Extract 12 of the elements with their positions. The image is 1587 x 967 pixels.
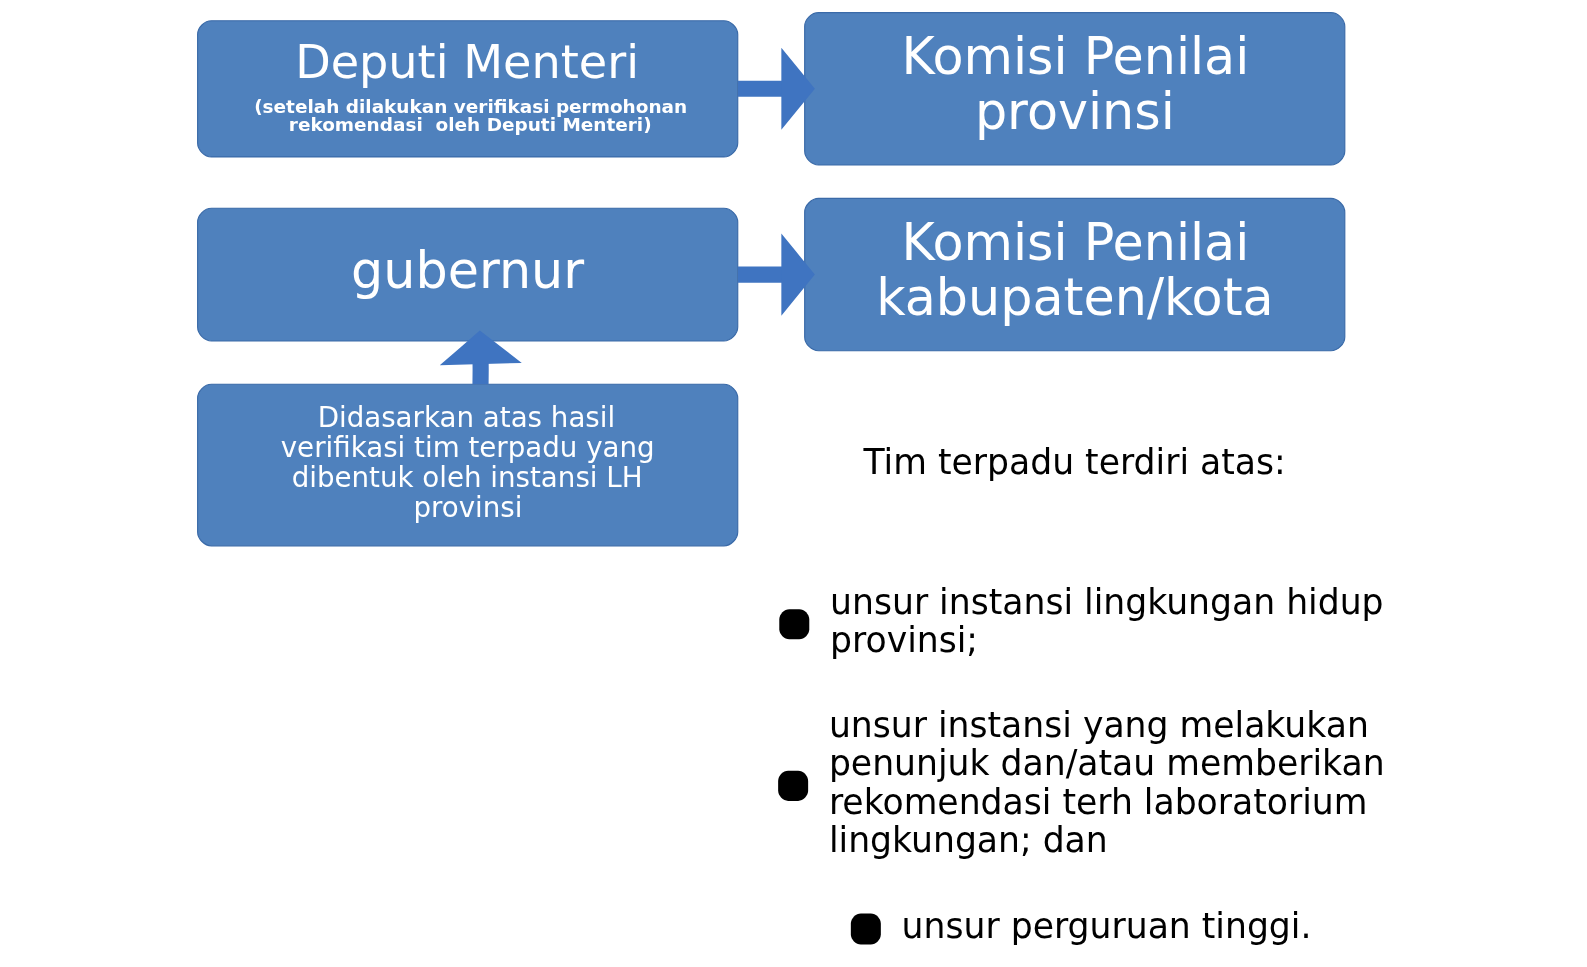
label: Tim terpadu terdiri atas: xyxy=(863,442,1286,483)
node-box: Komisi Penilai kabupaten/kota xyxy=(803,197,1345,352)
arrow xyxy=(737,233,815,316)
node-box: Didasarkan atas hasil verifikasi tim terpadu yang dibentuk oleh instansi LH provinsi xyxy=(196,383,738,547)
arrow xyxy=(737,47,815,130)
node-box: Deputi Menteri (setelah dilakukan verifikasi permohonan rekomendasi oleh Deputi Menteri) xyxy=(196,20,738,158)
label: unsur instansi lingkungan hidup provinsi; xyxy=(829,581,1384,660)
arrow xyxy=(439,330,522,385)
node-box: Komisi Penilai provinsi xyxy=(803,12,1345,166)
node-box: gubernur xyxy=(196,207,738,342)
label: unsur perguruan tinggi. xyxy=(901,905,1311,946)
label: unsur instansi yang melakukan penunjuk dan/atau memberikan rekomendasi terh laboratorium lingkungan; dan xyxy=(828,705,1385,860)
